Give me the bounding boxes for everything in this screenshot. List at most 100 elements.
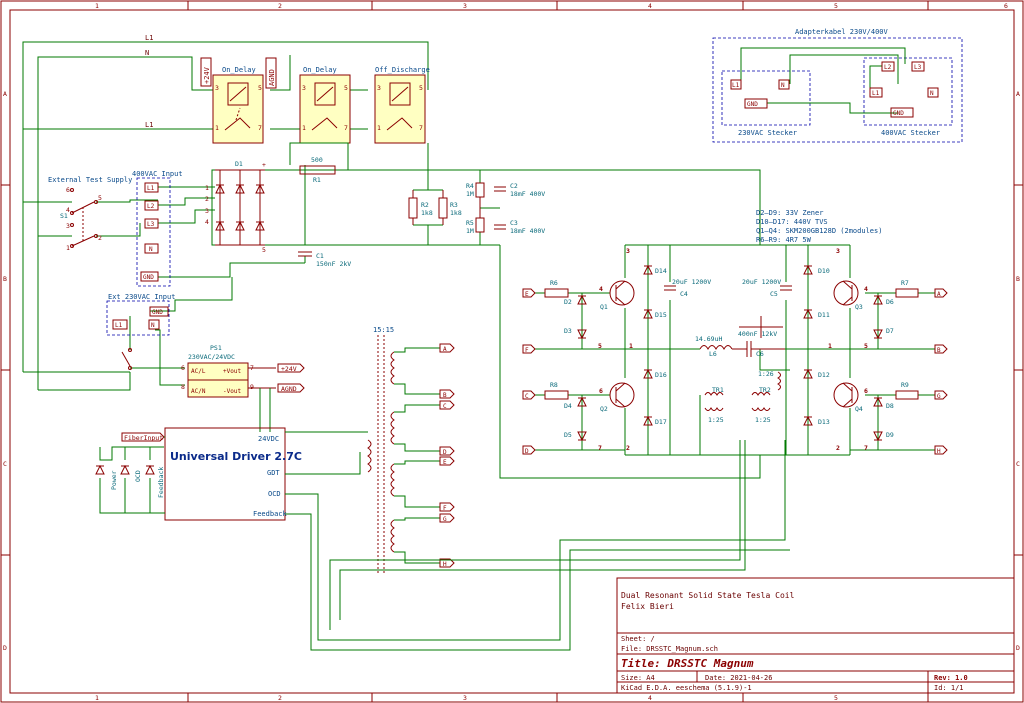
- c5-ref: C5: [770, 290, 778, 298]
- r5-value: 1M: [466, 227, 474, 235]
- hbridge-zeners: [577, 294, 883, 442]
- col-label: 1: [95, 2, 99, 10]
- label-d14: D14: [655, 267, 667, 275]
- hbridge-igbts: [609, 280, 859, 408]
- c5-value: 20uF 1200V: [742, 278, 781, 286]
- connector-pin: L2: [147, 203, 155, 210]
- col-label: 3: [463, 2, 467, 10]
- switch-s1: [70, 188, 98, 248]
- mains-wiring: [22, 41, 429, 390]
- capacitor-c1: [298, 251, 312, 257]
- label-d16: D16: [655, 371, 667, 379]
- pin-number: 4: [205, 218, 209, 226]
- sheet-label: Sheet: /: [621, 635, 655, 643]
- led-label: Feedback: [157, 467, 165, 498]
- switch-ref: S1: [60, 212, 68, 220]
- power-flag-agnd: AGND: [265, 57, 277, 89]
- bridge-ref: D1: [235, 160, 243, 168]
- l6-value: 14.69uH: [695, 335, 722, 343]
- tool-label: KiCad E.D.A. eeschema (5.1.9)-1: [621, 684, 752, 692]
- ps1-pin: AC/L: [191, 368, 206, 375]
- connector-pin: N: [151, 322, 155, 329]
- universal-driver: [95, 427, 790, 651]
- pin-number: 5: [258, 84, 262, 92]
- col-label: 3: [463, 694, 467, 702]
- ps1-value: 230VAC/24VDC: [188, 353, 235, 361]
- port-label: B: [937, 347, 941, 354]
- r1-ref: R1: [313, 176, 321, 184]
- node-number: 2: [836, 444, 840, 452]
- node-number: 6: [864, 387, 868, 395]
- led-label: Power: [110, 470, 118, 490]
- hbridge-tvs: [643, 264, 813, 426]
- gdt-tap-label: E: [443, 459, 447, 466]
- node-number: 4: [599, 285, 603, 293]
- node-number: 1: [828, 342, 832, 350]
- c3-value: 18mF 400V: [510, 227, 545, 235]
- pin-number: 3: [302, 84, 306, 92]
- row-label: D: [1016, 644, 1020, 652]
- connector-pin: N: [149, 246, 153, 253]
- project-name: Dual Resonant Solid State Tesla Coil: [621, 591, 795, 600]
- size-label: Size: A4: [621, 674, 655, 682]
- ct-ratio: 1:26: [758, 370, 774, 378]
- l6-ref: L6: [709, 350, 717, 358]
- pin-number: 5: [344, 84, 348, 92]
- label-d13: D13: [818, 418, 830, 426]
- col-label: 5: [834, 2, 838, 10]
- driver-title: Universal Driver 2.7C: [170, 450, 302, 463]
- gdt-tap-label: C: [443, 403, 447, 410]
- ps1-pin: +Vout: [223, 368, 241, 375]
- gate-drive-transformer: [367, 335, 440, 575]
- node-number: 7: [598, 444, 602, 452]
- sheet-title: Title: DRSSTC Magnum: [621, 657, 754, 670]
- connector-pin: L3: [914, 64, 922, 71]
- r3-ref: R3: [450, 201, 458, 209]
- pin-number: 1: [205, 184, 209, 192]
- c1-value: 150nF 2kV: [316, 260, 351, 268]
- pin-number: 4: [66, 206, 70, 214]
- ps1-out-pos: +24V: [281, 365, 297, 373]
- driver-pin-ocd: OCD: [268, 490, 281, 498]
- adapter-right-title: 400VAC Stecker: [881, 129, 940, 137]
- author-name: Felix Bieri: [621, 602, 674, 611]
- node-number: 2: [626, 444, 630, 452]
- input-wiring: [23, 142, 761, 479]
- ps1-out-gnd: AGND: [281, 385, 297, 393]
- ps1-pin: AC/N: [191, 388, 206, 395]
- node-number: 5: [864, 342, 868, 350]
- power-label: +24V: [203, 66, 211, 84]
- pin-number: 2: [205, 195, 209, 203]
- col-label: 1: [95, 694, 99, 702]
- connector-pin: GND: [893, 110, 904, 117]
- label-d12: D12: [818, 371, 830, 379]
- port-label: A: [937, 291, 941, 298]
- fiber-input-label: FiberInput: [124, 434, 163, 442]
- driver-pin-feedback: Feedback: [253, 510, 288, 518]
- col-label: 5: [834, 694, 838, 702]
- pin-number: 7: [250, 364, 254, 372]
- pin-number: 8: [181, 383, 185, 391]
- connector-pin: GND: [152, 309, 163, 316]
- label-r9: R9: [901, 381, 909, 389]
- label-d7: D7: [886, 327, 894, 335]
- label-r7: R7: [901, 279, 909, 287]
- c6-value: 400nF 12kV: [738, 330, 777, 338]
- pin-number: 5: [419, 84, 423, 92]
- r3-value: 1k8: [450, 209, 462, 217]
- bridge-rectifier-d1: [215, 169, 265, 246]
- pin-number: 6: [181, 364, 185, 372]
- resistor-r1: [299, 165, 336, 175]
- driver-pin-gdt: GDT: [267, 469, 280, 477]
- connector-pin: L2: [884, 64, 892, 71]
- col-label: 2: [278, 2, 282, 10]
- pin-number: 3: [377, 84, 381, 92]
- label-d6: D6: [886, 298, 894, 306]
- pin-number: 9: [250, 383, 254, 391]
- pin-number: 3: [66, 222, 70, 230]
- label-q2: Q2: [600, 405, 608, 413]
- file-label: File: DRSSTC_Magnum.sch: [621, 645, 718, 653]
- relay-k2: [299, 74, 351, 144]
